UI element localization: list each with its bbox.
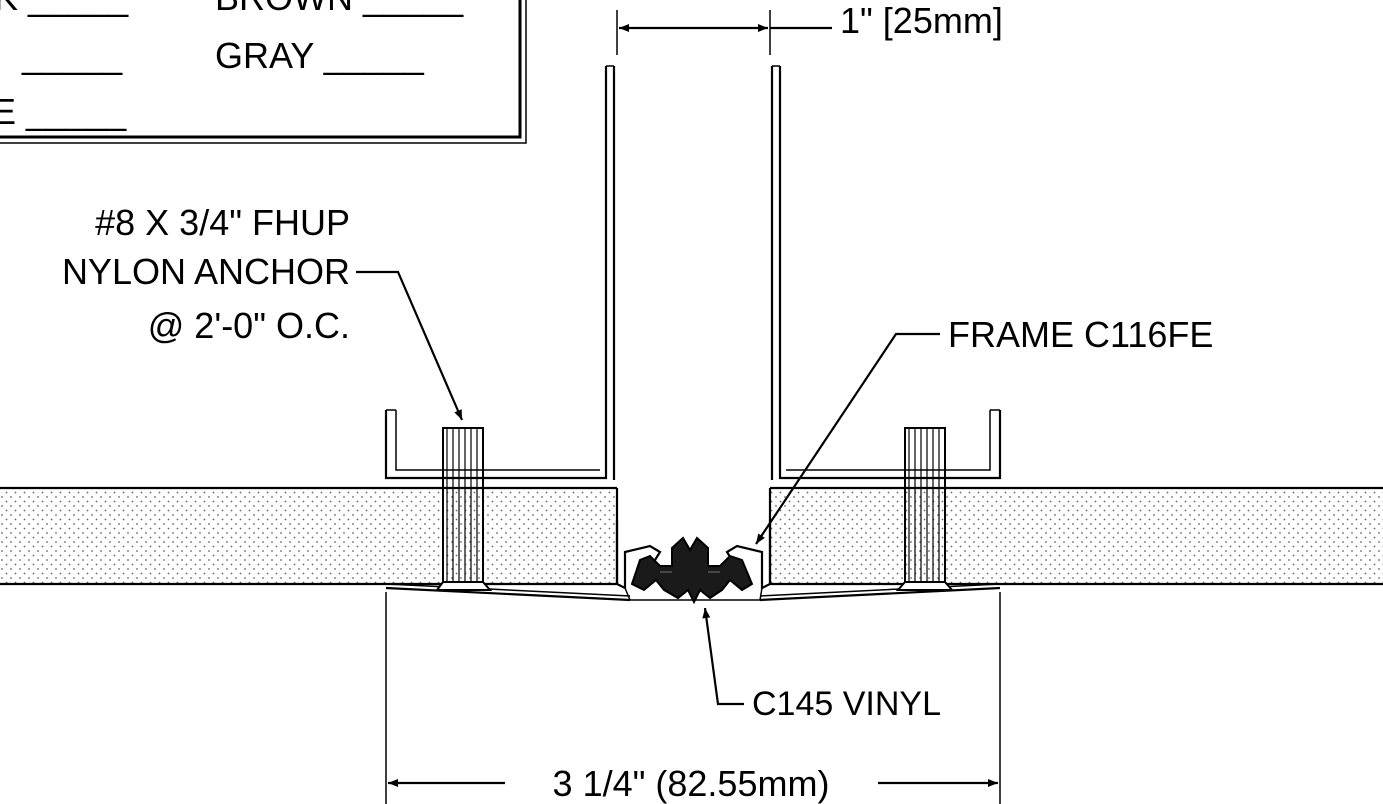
left-floor-slab	[0, 486, 619, 586]
legend-row-2-left: _____	[21, 35, 123, 76]
anchor-callout: #8 X 3/4" FHUP NYLON ANCHOR @ 2'-0" O.C.	[62, 202, 464, 421]
legend-row-2-right: GRAY _____	[215, 35, 425, 76]
left-anchor	[435, 427, 493, 591]
right-frame	[759, 65, 1190, 602]
legend-row-1-left: K _____	[0, 0, 129, 18]
bottom-dimension: 3 1/4" (82.55mm)	[385, 592, 1001, 804]
right-anchor	[895, 427, 955, 591]
left-frame	[384, 65, 631, 602]
legend-row-1-right: BROWN _____	[215, 0, 464, 18]
top-dimension: 1" [25mm]	[616, 0, 1003, 55]
anchor-callout-line-2: NYLON ANCHOR	[62, 251, 350, 292]
c145-vinyl-seal	[630, 536, 754, 605]
frame-callout-label: FRAME C116FE	[948, 314, 1213, 355]
anchor-callout-line-1: #8 X 3/4" FHUP	[95, 202, 350, 243]
bottom-dimension-label: 3 1/4" (82.55mm)	[553, 763, 830, 804]
right-floor-slab	[768, 486, 1383, 586]
anchor-callout-line-3: @ 2'-0" O.C.	[148, 305, 350, 346]
legend-row-3-left: E _____	[0, 91, 127, 132]
vinyl-callout: C145 VINYL	[702, 607, 941, 723]
color-legend-box: K _____ BROWN _____ _____ GRAY _____ E _…	[0, 0, 527, 144]
vinyl-callout-label: C145 VINYL	[752, 685, 941, 723]
top-dimension-label: 1" [25mm]	[840, 0, 1003, 41]
frame-callout: FRAME C116FE	[755, 314, 1213, 545]
